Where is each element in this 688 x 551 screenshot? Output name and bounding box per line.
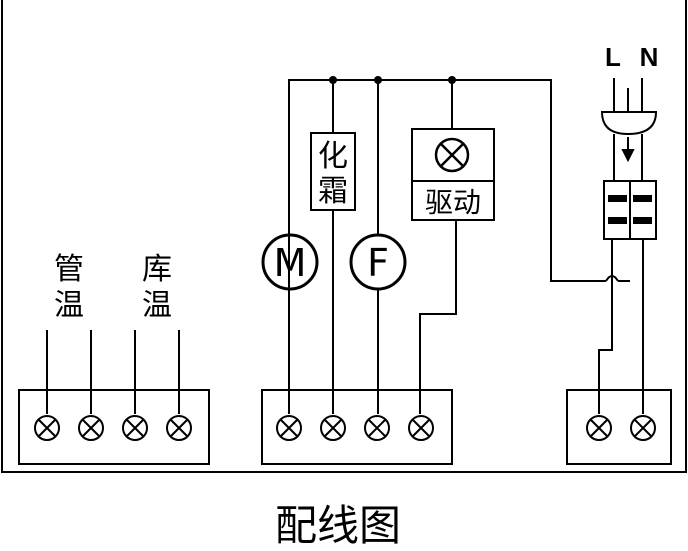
terminal-x-icon bbox=[408, 415, 434, 441]
connector-contact bbox=[633, 195, 652, 202]
store-temp-label-line2: 温 bbox=[142, 288, 172, 323]
terminal-x-icon bbox=[276, 415, 302, 441]
earth-arrow-head bbox=[621, 149, 635, 163]
terminal-x-icon bbox=[166, 415, 192, 441]
junction-dot bbox=[448, 76, 456, 84]
terminal-x-icon bbox=[320, 415, 346, 441]
live-label: L bbox=[605, 42, 621, 72]
fan-label: F bbox=[367, 241, 389, 285]
power-terminal-block bbox=[566, 389, 672, 465]
load-terminal-block bbox=[261, 389, 453, 465]
terminal-x-icon bbox=[78, 415, 104, 441]
common-bus-wire bbox=[288, 79, 606, 414]
terminal-x-icon bbox=[122, 415, 148, 441]
drive-lamp-box bbox=[411, 128, 495, 221]
outer-frame bbox=[1, 0, 687, 473]
defrost-label-line2: 霜 bbox=[318, 174, 348, 209]
indicator-lamp-icon bbox=[434, 137, 470, 173]
terminal-x-icon bbox=[586, 415, 612, 441]
neutral-label: N bbox=[640, 42, 659, 72]
store-temp-label-line1: 库 bbox=[142, 252, 172, 287]
drive-wire bbox=[419, 220, 457, 414]
terminal-x-icon bbox=[364, 415, 390, 441]
pipe-temp-label-line1: 管 bbox=[54, 252, 84, 287]
live-wire bbox=[598, 239, 613, 414]
pipe-temp-label-line2: 温 bbox=[54, 288, 84, 323]
sensor-terminal-block bbox=[18, 389, 210, 465]
connector-contact bbox=[608, 217, 627, 224]
motor-symbol bbox=[261, 233, 319, 291]
fan-symbol bbox=[349, 233, 407, 291]
connector-contact bbox=[608, 195, 627, 202]
junction-dot bbox=[374, 76, 382, 84]
defrost-label-line1: 化 bbox=[318, 139, 348, 174]
motor-label: M bbox=[274, 241, 307, 285]
terminal-x-icon bbox=[630, 415, 656, 441]
terminal-x-icon bbox=[34, 415, 60, 441]
junction-dot bbox=[329, 76, 337, 84]
connector-contact bbox=[633, 217, 652, 224]
diagram-caption: 配线图 bbox=[275, 501, 401, 550]
drive-label: 驱动 bbox=[425, 186, 481, 219]
plug-body bbox=[600, 111, 658, 136]
